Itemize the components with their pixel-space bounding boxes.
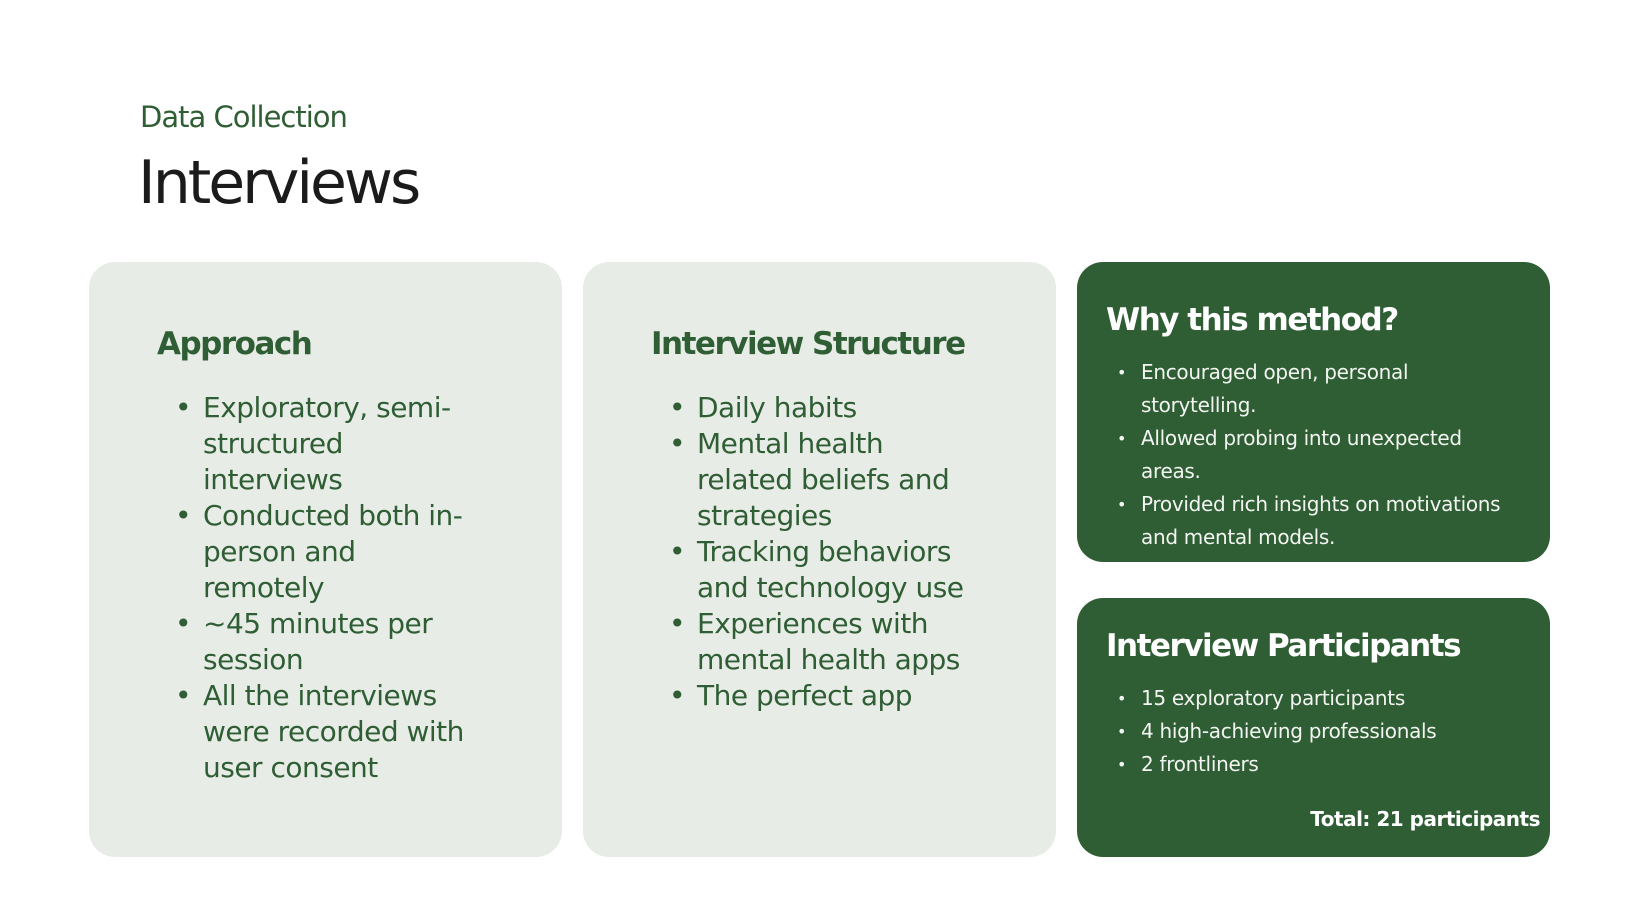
why-this-method-list: Encouraged open, personal storytelling. … (1117, 356, 1527, 554)
participants-total: Total: 21 participants (1310, 807, 1540, 831)
list-item: 15 exploratory participants (1117, 682, 1527, 715)
interview-structure-list: Daily habits Mental health related belie… (669, 390, 969, 714)
list-item: The perfect app (669, 678, 969, 714)
section-label: Data Collection (140, 100, 348, 134)
interview-participants-card: Interview Participants 15 exploratory pa… (1077, 598, 1550, 857)
interview-structure-heading: Interview Structure (651, 326, 966, 362)
list-item: Allowed probing into unexpected areas. (1117, 422, 1527, 488)
why-this-method-heading: Why this method? (1106, 302, 1399, 338)
list-item: Conducted both in-person and remotely (175, 498, 475, 606)
interview-structure-card: Interview Structure Daily habits Mental … (583, 262, 1056, 857)
list-item: 4 high-achieving professionals (1117, 715, 1527, 748)
list-item: Provided rich insights on motivations an… (1117, 488, 1527, 554)
list-item: Experiences with mental health apps (669, 606, 969, 678)
list-item: ~45 minutes per session (175, 606, 475, 678)
list-item: 2 frontliners (1117, 748, 1527, 781)
list-item: Exploratory, semi-structured interviews (175, 390, 475, 498)
approach-list: Exploratory, semi-structured interviews … (175, 390, 475, 786)
list-item: All the interviews were recorded with us… (175, 678, 475, 786)
approach-heading: Approach (157, 326, 313, 362)
interview-participants-heading: Interview Participants (1106, 628, 1462, 664)
list-item: Encouraged open, personal storytelling. (1117, 356, 1527, 422)
why-this-method-card: Why this method? Encouraged open, person… (1077, 262, 1550, 562)
list-item: Daily habits (669, 390, 969, 426)
approach-card: Approach Exploratory, semi-structured in… (89, 262, 562, 857)
interview-participants-list: 15 exploratory participants 4 high-achie… (1117, 682, 1527, 781)
list-item: Mental health related beliefs and strate… (669, 426, 969, 534)
list-item: Tracking behaviors and technology use (669, 534, 969, 606)
page-title: Interviews (138, 148, 421, 218)
